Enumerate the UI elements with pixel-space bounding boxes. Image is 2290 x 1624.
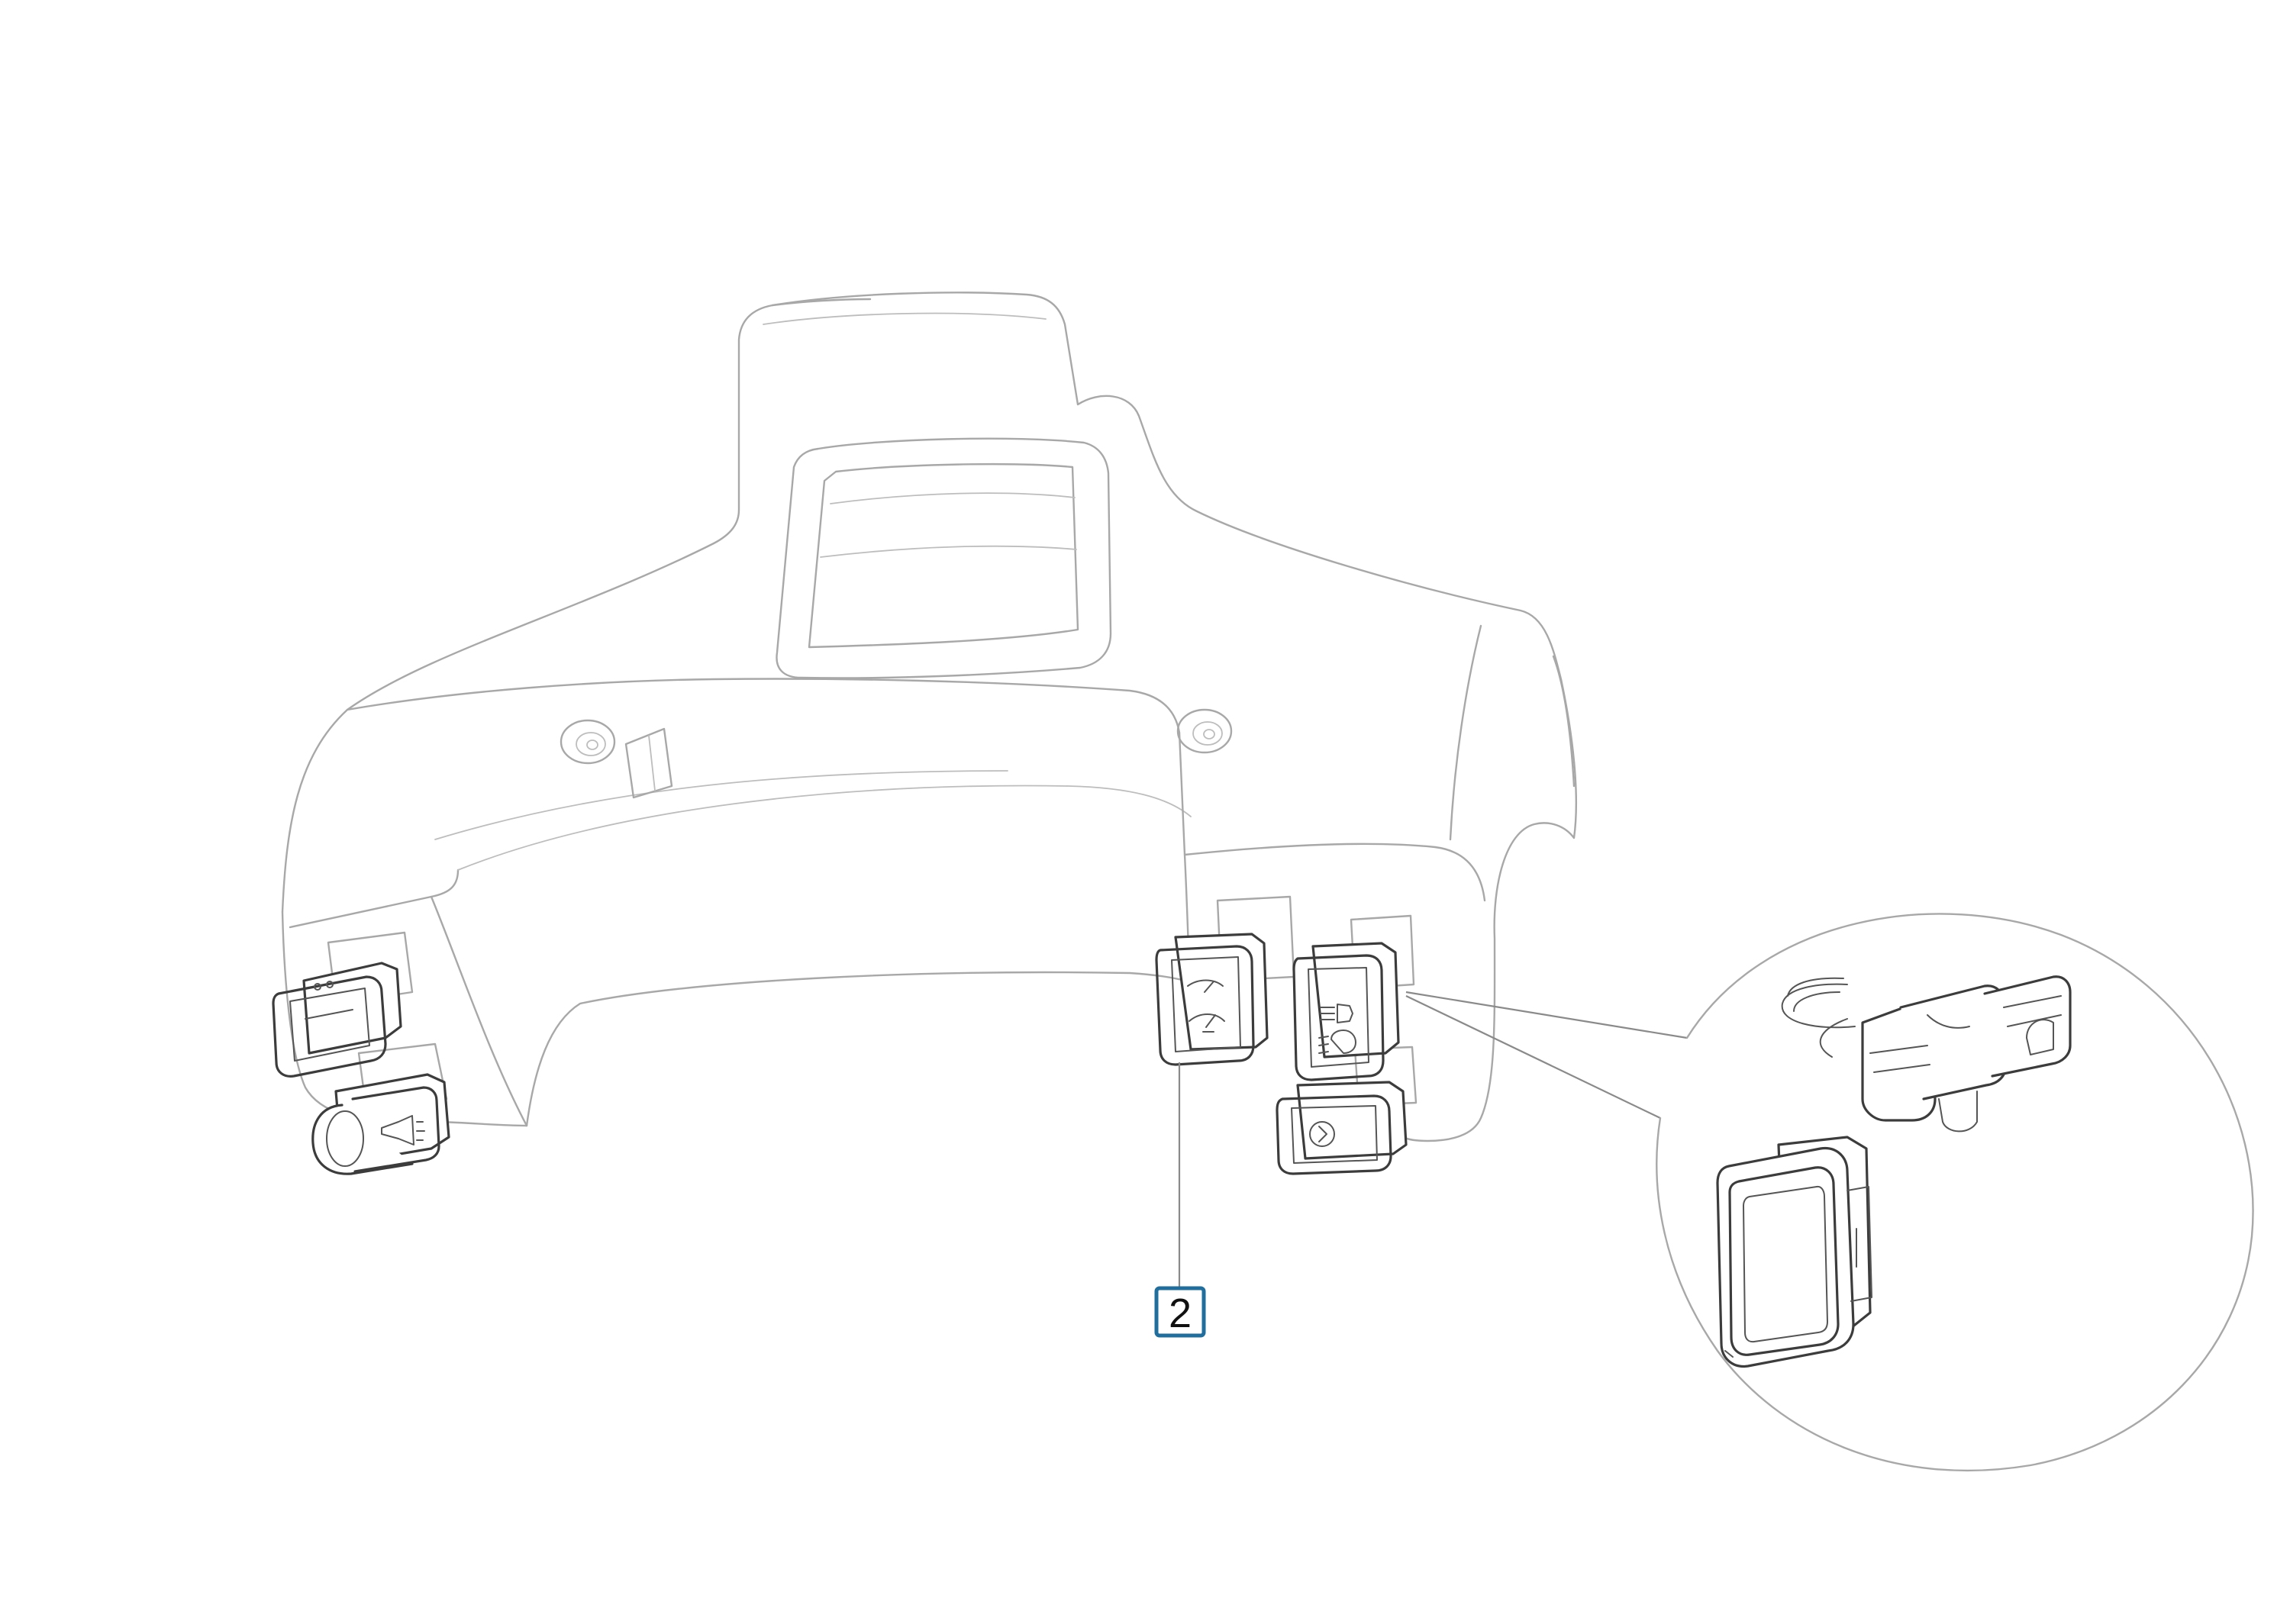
headlight-high-beam-icon (1318, 1004, 1356, 1054)
callout-2[interactable]: 2 (1154, 1286, 1206, 1338)
horn-button (311, 1073, 450, 1175)
clip-tab (624, 727, 673, 799)
wiper-washer-switch (1155, 933, 1269, 1066)
wiper-washer-icon (1187, 979, 1225, 1033)
horn-icon (381, 1115, 425, 1146)
headlight-switch (1292, 942, 1400, 1081)
fog-light-switch (272, 962, 402, 1078)
switch-housing (1716, 1136, 1872, 1368)
detail-view (1656, 913, 2254, 1472)
hazard-icon (1309, 1121, 1335, 1147)
handlebar-cover (281, 292, 1578, 1142)
hazard-switch (1276, 1081, 1408, 1175)
callout-2-label: 2 (1169, 1290, 1192, 1336)
screw-boss-left (560, 719, 616, 765)
fog-light-icon (314, 981, 334, 991)
screw-boss-right (1176, 708, 1233, 754)
leader-lines (1178, 991, 1688, 1288)
wire-connector (1781, 975, 2072, 1133)
